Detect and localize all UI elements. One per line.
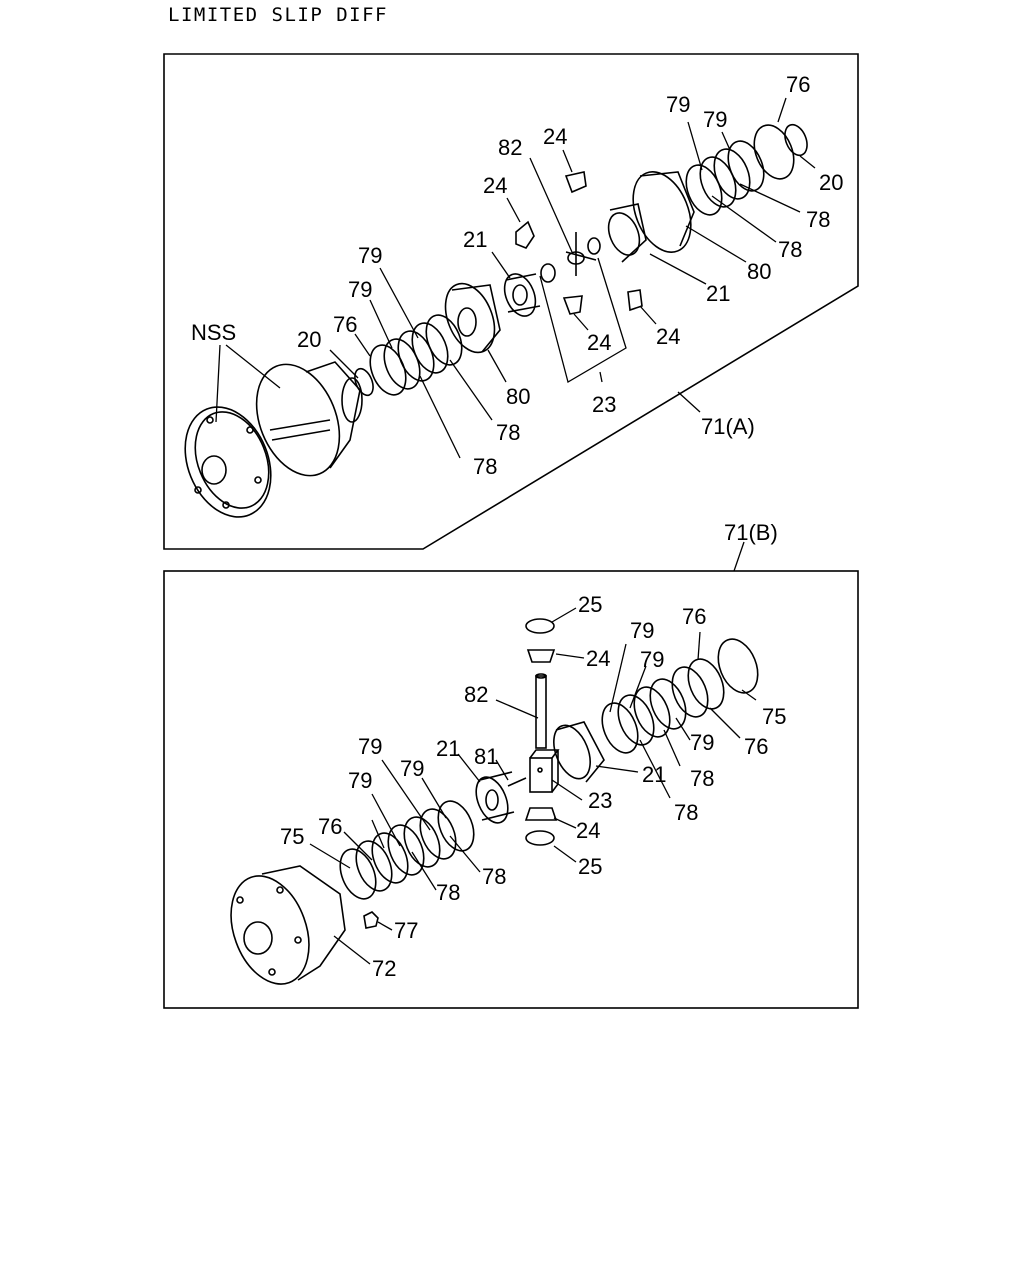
label-a-24-1: 24 [483,173,507,198]
label-a-23: 23 [592,392,616,417]
label-a-80-left: 80 [506,384,530,409]
shaft-82-b [535,673,547,749]
washer-20-a-left [354,367,374,397]
label-a-78-right-2: 78 [778,237,802,262]
label-b-76-r1: 76 [682,604,706,629]
label-a-78-left-1: 78 [473,454,497,479]
label-b-24-bottom: 24 [576,818,600,843]
clutch-stack-b-left [339,800,475,900]
case-72 [230,865,346,985]
nut-77 [363,911,379,929]
label-b-77: 77 [394,918,418,943]
label-a-79-right-2: 79 [703,107,727,132]
label-b-78-l2: 78 [436,880,460,905]
page-title: LIMITED SLIP DIFF [168,4,388,26]
label-b-72: 72 [372,956,396,981]
clutch-stack-a-right [685,123,808,216]
leaders-a [215,97,816,459]
label-b-78-r2: 78 [674,800,698,825]
pinion-24-a-3 [562,295,583,315]
label-b-25-top: 25 [578,592,602,617]
panel-b: 71(B) [163,520,859,1009]
label-b-79-r2: 79 [640,647,664,672]
housing-nss [184,361,363,518]
pressure-ring-80-a-right [632,171,695,253]
panel-a-frame [163,53,859,550]
label-a-79-left-1: 79 [348,277,372,302]
label-a-24-4: 24 [656,324,680,349]
cross-shaft-82-a [540,232,601,283]
label-b-79-l3: 79 [400,756,424,781]
label-a-79-left-2: 79 [358,243,382,268]
label-b-75-left: 75 [280,824,304,849]
label-71a: 71(A) [701,414,755,439]
panel-a: NSS 20 76 79 79 78 78 80 21 24 82 24 24 … [163,53,859,550]
label-b-21-left: 21 [436,736,460,761]
label-b-76-l1: 76 [318,814,342,839]
label-a-20-right: 20 [819,170,843,195]
side-gear-21-b-left [475,771,515,824]
label-nss: NSS [191,320,236,345]
pinion-24-a-1 [515,220,535,249]
label-a-24-2: 24 [543,124,567,149]
pinion-24-a-2 [564,171,587,194]
label-a-76-right: 76 [786,72,810,97]
label-b-23: 23 [588,788,612,813]
pressure-ring-80-a-left [444,282,501,354]
pinion-24-b-bottom [524,807,558,821]
label-a-78-left-2: 78 [496,420,520,445]
washer-25-b-top [525,618,555,634]
label-a-20-left: 20 [297,327,321,352]
label-b-82: 82 [464,682,488,707]
label-b-79-r3: 79 [690,730,714,755]
label-b-25-bottom: 25 [578,854,602,879]
side-gear-21-b-right [553,721,605,783]
panel-b-frame [163,570,859,1009]
washer-25-b-bottom [525,830,555,846]
label-b-81: 81 [474,744,498,769]
label-b-78-l1: 78 [482,864,506,889]
clutch-stack-b-right [601,638,759,754]
label-a-21-right: 21 [706,281,730,306]
label-a-79-right-1: 79 [666,92,690,117]
label-b-75-right: 75 [762,704,786,729]
side-gear-21-a-left [503,273,541,317]
leader-71b [733,541,745,572]
label-a-78-right-1: 78 [806,207,830,232]
pin-81 [507,777,527,787]
clutch-stack-a-left [369,314,463,396]
leaders-b [309,607,757,965]
label-b-76-r2: 76 [744,734,768,759]
label-b-24-top: 24 [586,646,610,671]
label-a-76-left: 76 [333,312,357,337]
label-b-79-r1: 79 [630,618,654,643]
label-a-24-3: 24 [587,330,611,355]
label-71b: 71(B) [724,520,778,545]
pinion-24-a-4 [627,289,643,312]
block-23-b [529,749,560,793]
label-b-21-right: 21 [642,762,666,787]
label-a-21-left: 21 [463,227,487,252]
label-b-79-l2: 79 [348,768,372,793]
label-a-82: 82 [498,135,522,160]
pinion-24-b-top [526,649,556,663]
label-b-78-r1: 78 [690,766,714,791]
label-b-79-l1: 79 [358,734,382,759]
side-gear-21-a-right [607,203,647,263]
label-a-80-right: 80 [747,259,771,284]
